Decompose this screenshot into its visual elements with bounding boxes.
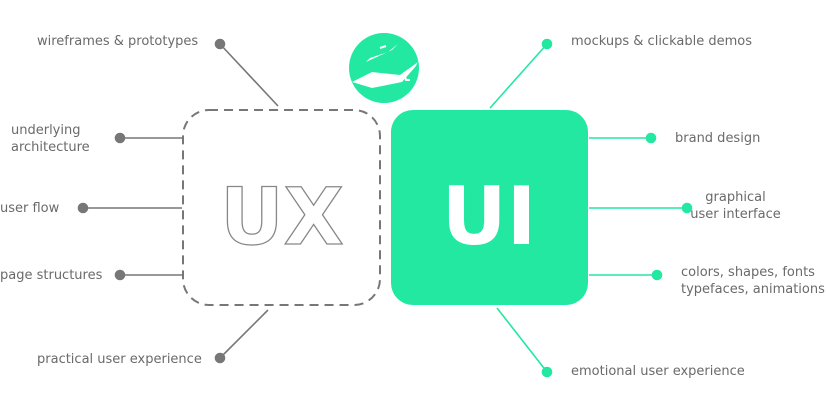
connector-dot (214, 38, 226, 50)
connector-dot (77, 202, 89, 214)
ux-title: UX (220, 173, 343, 263)
ui-item-colors: colors, shapes, fonts typefaces, animatio… (681, 264, 825, 298)
ui-title: UI (442, 170, 537, 263)
ux-item-line1: underlying (11, 123, 81, 138)
ui-item-brand-design: brand design (675, 131, 761, 146)
ui-item-line2: typefaces, animations (681, 282, 825, 297)
ui-item-line1: colors, shapes, fonts (681, 265, 815, 280)
connector-dot (651, 269, 663, 281)
ux-item-practical: practical user experience (37, 352, 202, 367)
connector-dot (645, 132, 657, 144)
ui-item-mockups: mockups & clickable demos (571, 34, 752, 49)
connector-dot (214, 352, 226, 364)
connector-dot (114, 132, 126, 144)
ux-box (182, 109, 381, 306)
connector-dot (541, 366, 553, 378)
ux-item-wireframes: wireframes & prototypes (37, 34, 199, 49)
ux-item-line2: architecture (11, 140, 90, 155)
ui-box (391, 110, 588, 305)
ui-item-line1: graphical (705, 190, 766, 205)
lizard-logo-icon (349, 33, 421, 103)
ux-item-user-flow: user flow (0, 201, 60, 216)
ui-item-line2: user interface (690, 207, 781, 222)
ux-item-page-structures: page structures (0, 268, 103, 283)
ux-item-architecture: underlying architecture (11, 122, 90, 156)
connector-dot (114, 269, 126, 281)
ui-item-graphical: graphical user interface (678, 189, 793, 223)
ui-item-emotional: emotional user experience (571, 364, 745, 379)
connector-dot (681, 202, 693, 214)
connector-dot (541, 38, 553, 50)
